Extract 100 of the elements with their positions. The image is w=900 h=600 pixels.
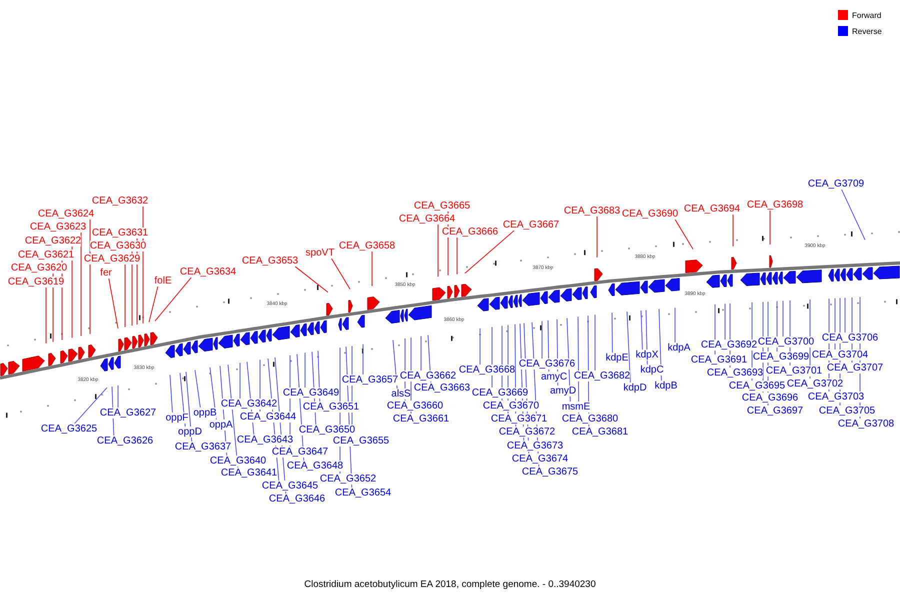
leader-line: [626, 311, 631, 383]
gene-label: CEA_G3707: [826, 362, 884, 374]
legend-label: Forward: [852, 10, 882, 20]
gene-label: CEA_G3660: [386, 400, 444, 412]
gene-label: CEA_G3622: [24, 236, 82, 246]
gene-label: CEA_G3641: [220, 468, 278, 478]
gene-label: CEA_G3693: [706, 368, 764, 378]
gene-label: CEA_G3666: [442, 226, 498, 238]
gene-label: CEA_G3650: [298, 424, 356, 436]
caption: Clostridium acetobutylicum EA 2018, complete genome. - 0..3940230: [304, 579, 596, 590]
gene-label: CEA_G3698: [746, 200, 804, 210]
gene-label: CEA_G3704: [812, 350, 868, 360]
gene-label: msmE: [562, 402, 590, 412]
gene-label: CEA_G3671: [490, 414, 548, 424]
gene-label: CEA_G3674: [512, 454, 568, 464]
gene-label: CEA_G3637: [174, 442, 232, 452]
gene-label: CEA_G3619: [8, 276, 64, 288]
leader-line: [841, 189, 866, 240]
gene-label: CEA_G3682: [574, 370, 630, 382]
gene-label: amyD: [550, 386, 576, 396]
leader-line: [154, 277, 192, 322]
leader-line: [331, 258, 350, 290]
gene-label: CEA_G3691: [690, 354, 748, 366]
gene-label: CEA_G3680: [562, 414, 618, 424]
leader-line: [596, 216, 598, 258]
gene-label: kdpB: [654, 380, 678, 392]
gene-label: spoVT: [306, 248, 334, 258]
gene-label: CEA_G3647: [272, 446, 328, 458]
gene-label: CEA_G3645: [262, 480, 318, 492]
leader-line: [456, 237, 458, 275]
gene-label: CEA_G3654: [334, 488, 392, 498]
leader-line: [186, 371, 192, 442]
leader-line: [180, 372, 186, 427]
leader-line: [674, 219, 694, 250]
gene-label: CEA_G3697: [746, 406, 804, 416]
gene-label: oppB: [193, 408, 217, 418]
gene-label: CEA_G3695: [728, 380, 786, 392]
gene-label: CEA_G3648: [286, 460, 344, 472]
gene-label: CEA_G3646: [268, 494, 326, 504]
gene-label: CEA_G3705: [818, 406, 876, 416]
gene-label: kdpX: [636, 350, 658, 360]
leader-line: [724, 303, 726, 340]
gene-label: CEA_G3630: [90, 240, 146, 252]
gene-label: CEA_G3655: [332, 436, 390, 446]
gene-label: CEA_G3694: [684, 204, 740, 214]
leader-line: [732, 214, 734, 247]
gene-label: CEA_G3709: [808, 178, 864, 190]
leader-line: [464, 230, 515, 274]
gene-label: CEA_G3701: [766, 366, 822, 376]
gene-label: CEA_G3643: [236, 434, 294, 446]
gene-label: CEA_G3696: [742, 392, 798, 404]
gene-label: CEA_G3672: [498, 426, 556, 438]
gene-label: CEA_G3667: [502, 220, 560, 230]
gene-label: CEA_G3663: [414, 382, 470, 394]
leader-line: [294, 266, 328, 293]
gene-label: CEA_G3623: [30, 222, 86, 232]
leader-line: [170, 374, 173, 413]
gene-label: CEA_G3681: [572, 426, 628, 438]
gene-label: CEA_G3627: [100, 408, 156, 418]
leader-line: [194, 370, 201, 408]
gene-label: CEA_G3702: [786, 378, 844, 390]
gene-label: folE: [154, 276, 172, 286]
leader-line: [304, 352, 306, 388]
leader-line: [640, 310, 643, 350]
gene-label: CEA_G3661: [392, 414, 450, 424]
gene-label: kdpE: [606, 352, 628, 364]
gene-label: CEA_G3649: [282, 388, 340, 398]
gene-label: CEA_G3640: [210, 456, 266, 466]
leader-line: [674, 307, 676, 343]
gene-label: oppA: [209, 420, 233, 430]
gene-label: CEA_G3706: [822, 332, 878, 344]
gene-label: CEA_G3675: [522, 466, 578, 478]
gene-label: CEA_G3676: [518, 358, 576, 370]
gene-label: CEA_G3673: [506, 440, 564, 452]
gene-label: oppF: [166, 412, 188, 424]
gene-label: CEA_G3708: [838, 418, 894, 430]
leader-line: [362, 344, 364, 375]
gene-label: CEA_G3651: [302, 402, 360, 412]
gene-label: CEA_G3692: [700, 340, 758, 350]
gene-label: CEA_G3621: [18, 250, 74, 260]
gene-label: CEA_G3669: [472, 388, 528, 398]
leader-line: [148, 286, 158, 323]
gene-label: CEA_G3631: [92, 228, 148, 238]
leader-line: [612, 312, 613, 353]
gene-label: kdpC: [640, 364, 664, 376]
gene-label: CEA_G3665: [414, 200, 470, 212]
gene-label: CEA_G3644: [240, 412, 296, 422]
leader-line: [844, 297, 846, 333]
gene-label: CEA_G3625: [40, 424, 98, 434]
gene-label: CEA_G3700: [758, 336, 814, 348]
leader-line: [74, 387, 108, 424]
gene-label: CEA_G3668: [458, 364, 516, 376]
gene-label: CEA_G3620: [10, 262, 68, 274]
leader-line: [658, 308, 662, 381]
gene-label: alsS: [391, 388, 411, 400]
gene-label: CEA_G3699: [752, 352, 810, 362]
leader-line: [594, 314, 596, 371]
leader-line: [80, 232, 82, 336]
gene-label: CEA_G3703: [808, 392, 864, 402]
leader-line: [420, 336, 422, 371]
